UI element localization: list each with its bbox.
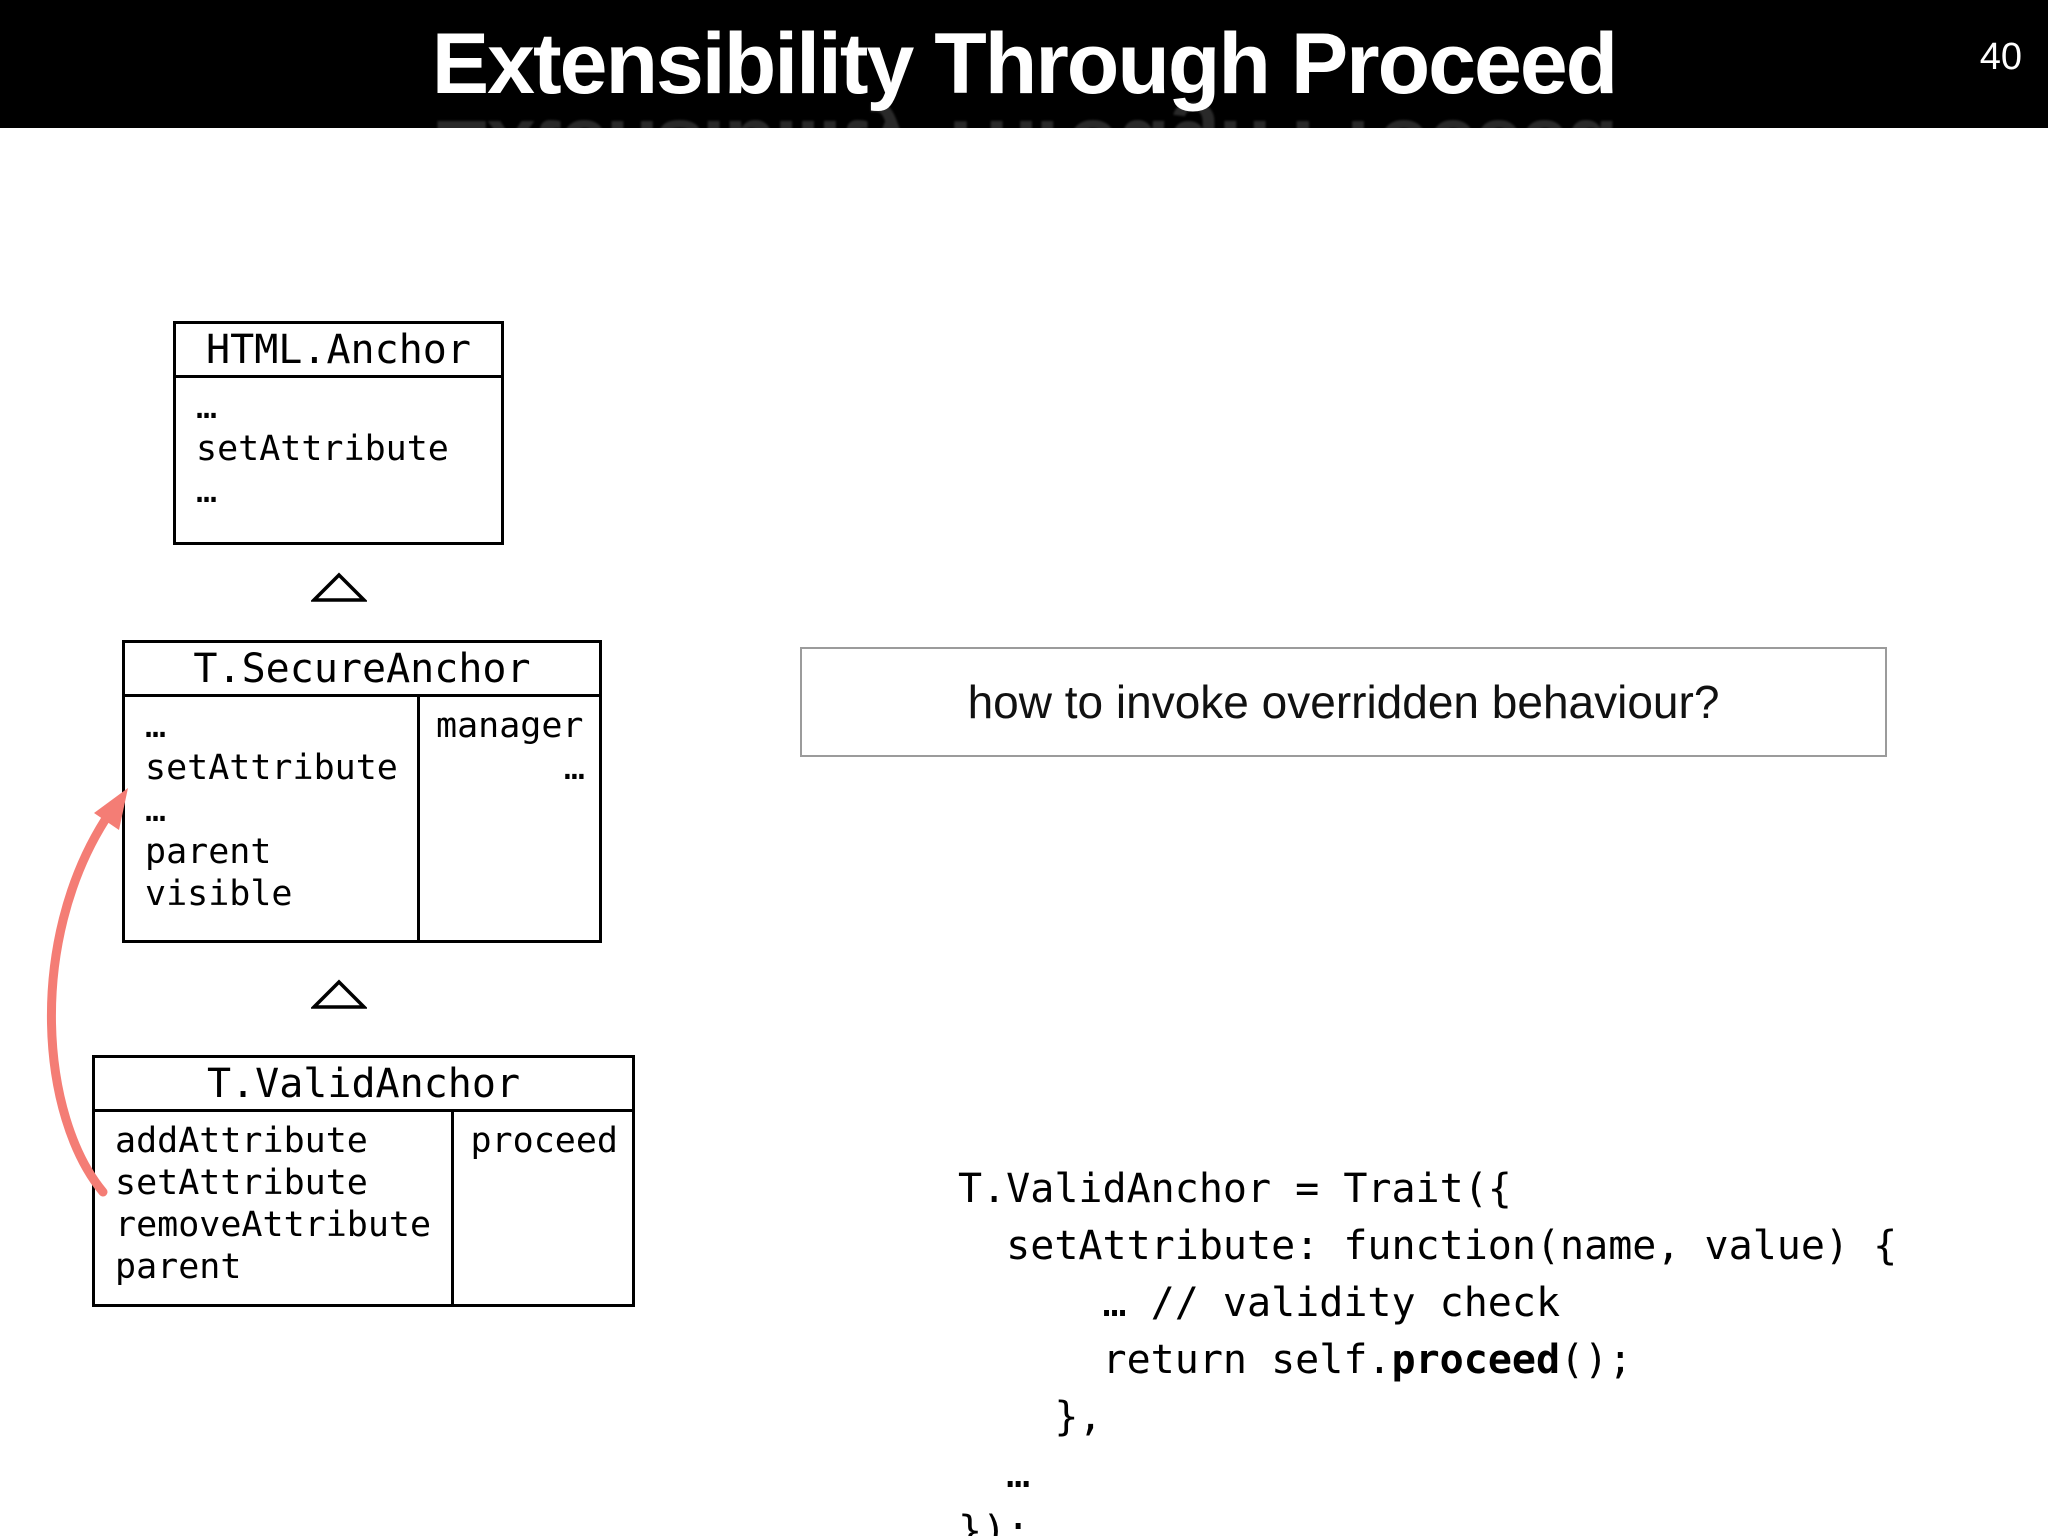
class-member-list: …setAttribute… [176,378,449,542]
inheritance-arrow-icon [311,979,367,1009]
class-provided-list: proceed [451,1112,632,1304]
code-block: T.ValidAnchor = Trait({ setAttribute: fu… [958,1047,1897,1536]
proceed-arrow-icon [46,788,128,1197]
class-member: visible [145,874,293,914]
question-text: how to invoke overridden behaviour? [967,676,1720,728]
slide-header: Extensibility Through Proceed Extensibil… [0,0,2048,128]
code-line: … [958,1451,1031,1497]
class-title: T.ValidAnchor [95,1058,632,1112]
class-title: HTML.Anchor [176,324,501,378]
class-member: manager [436,706,584,746]
inheritance-arrow-icon [311,572,367,602]
class-member: … [563,748,585,788]
class-member: parent [145,832,272,872]
code-line: T.ValidAnchor = Trait({ [958,1166,1512,1212]
class-member: setAttribute [115,1163,368,1203]
class-member: setAttribute [196,429,449,469]
class-member: … [196,471,218,511]
class-member: addAttribute [115,1121,368,1161]
class-member: setAttribute [145,748,398,788]
class-member: … [145,706,167,746]
code-line: }, [958,1394,1103,1440]
code-line: return self.proceed(); [958,1337,1633,1383]
class-member: … [196,387,218,427]
page-number: 40 [1979,36,2022,78]
class-member: parent [115,1247,242,1287]
class-title: T.SecureAnchor [125,643,599,697]
code-lines: T.ValidAnchor = Trait({ setAttribute: fu… [958,1161,1897,1536]
class-member: removeAttribute [115,1205,432,1245]
class-member: … [145,790,167,830]
class-box-html-anchor: HTML.Anchor …setAttribute… [173,321,504,545]
code-line: }); [958,1508,1031,1536]
code-line: … // validity check [958,1280,1561,1326]
class-member: proceed [470,1121,618,1161]
code-line: setAttribute: function(name, value) { [958,1223,1898,1269]
class-provided-list: manager… [417,697,599,940]
slide-title: Extensibility Through Proceed [431,16,1618,112]
question-box: how to invoke overridden behaviour? [800,647,1887,757]
